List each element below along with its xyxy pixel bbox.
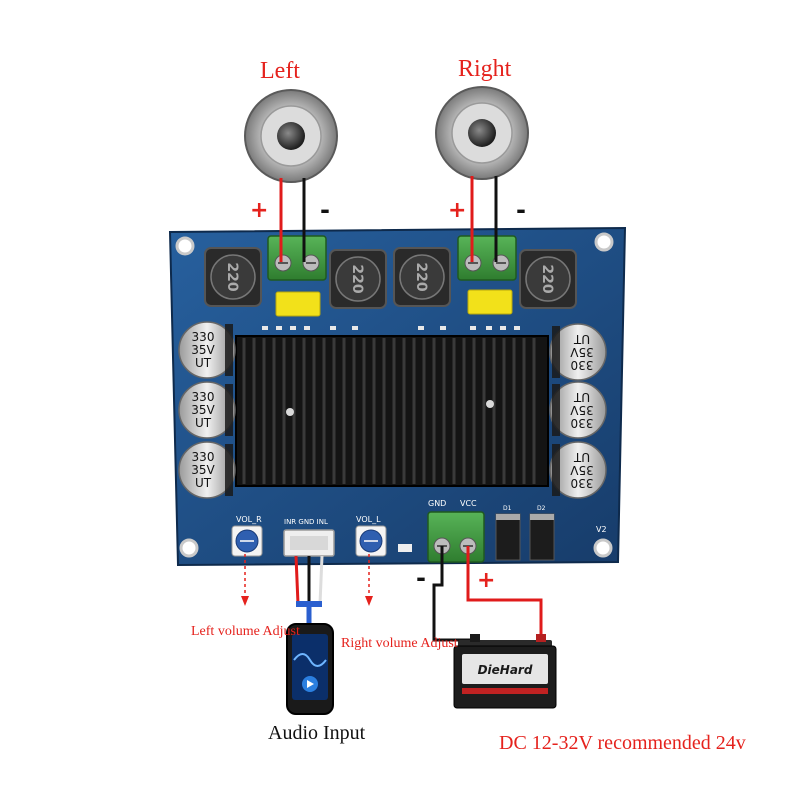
- audio-wire-red: [294, 555, 300, 605]
- diodes: [495, 513, 555, 561]
- potentiometer-left: [355, 525, 387, 557]
- phone-audio-source: [286, 623, 334, 715]
- wires: [279, 176, 543, 642]
- capacitor-label: UT: [195, 416, 212, 430]
- play-icon: [307, 680, 314, 688]
- board-silkscreen: VOL_R VOL_L INR GND INL GND VCC D1 D2 V2: [236, 499, 607, 534]
- silk-audio-pins: INR GND INL: [284, 518, 328, 526]
- audio-wire-white: [318, 555, 324, 605]
- left-volume-label: Left volume Adjust: [191, 624, 300, 639]
- capacitor-label: UT: [573, 332, 590, 346]
- capacitor-label: 35V: [191, 343, 215, 357]
- potentiometer-right: [231, 525, 263, 557]
- inductor: 220: [329, 249, 387, 309]
- capacitor-label: 330: [571, 476, 594, 490]
- capacitor-label: 330: [192, 450, 215, 464]
- inductor: 220: [519, 249, 577, 309]
- smd-components: [262, 326, 520, 330]
- power-plus-sign: +: [477, 568, 496, 593]
- silk-vol-l: VOL_L: [356, 515, 381, 524]
- capacitor-label: 330: [571, 358, 594, 372]
- silk-d1: D1: [503, 505, 512, 512]
- right-speaker-terminal: [457, 235, 517, 281]
- battery-brand: DieHard: [478, 663, 533, 677]
- electrolytic-capacitors: 33035VUT33035VUT33035VUT33035VUT33035VUT…: [178, 321, 607, 499]
- left-minus-sign: -: [320, 196, 330, 224]
- left-plus-sign: +: [250, 198, 269, 223]
- inductors: 220 220 220 220: [204, 247, 577, 309]
- dc-supply-label: DC 12-32V recommended 24v: [499, 732, 746, 754]
- volume-pointers: [241, 554, 373, 606]
- inductor: 220: [204, 247, 262, 307]
- capacitor-label: 330: [192, 330, 215, 344]
- inductor-label: 220: [539, 264, 555, 293]
- silk-version: V2: [596, 525, 607, 534]
- right-speaker: [435, 86, 529, 180]
- capacitor-label: 35V: [569, 463, 593, 477]
- inductor-label: 220: [349, 264, 365, 293]
- audio-input-label: Audio Input: [268, 722, 366, 744]
- capacitor-label: UT: [195, 476, 212, 490]
- power-minus-sign: -: [416, 564, 426, 592]
- capacitor-label: UT: [195, 356, 212, 370]
- silk-vol-r: VOL_R: [236, 515, 262, 524]
- left-speaker: [244, 89, 338, 183]
- audio-connector: [283, 529, 335, 557]
- mounting-holes: [175, 232, 614, 558]
- film-capacitors: [275, 289, 513, 317]
- power-negative-wire: [432, 546, 470, 642]
- inductor: 220: [393, 247, 451, 307]
- heatsink: [235, 335, 549, 487]
- silk-vcc: VCC: [460, 499, 477, 508]
- inductor-label: 220: [413, 262, 429, 291]
- right-speaker-label: Right: [458, 56, 512, 82]
- capacitor-label: 35V: [191, 463, 215, 477]
- inductor-label: 220: [224, 262, 240, 291]
- battery: DieHard: [453, 634, 557, 709]
- capacitor-label: 35V: [569, 403, 593, 417]
- led: [398, 544, 412, 552]
- capacitor-label: 330: [571, 416, 594, 430]
- left-speaker-terminal: [267, 235, 327, 281]
- left-speaker-label: Left: [260, 58, 300, 84]
- power-positive-wire: [466, 546, 543, 642]
- capacitor-label: UT: [573, 390, 590, 404]
- capacitor-label: UT: [573, 450, 590, 464]
- silk-gnd: GND: [428, 499, 446, 508]
- right-plus-sign: +: [448, 198, 467, 223]
- capacitor-label: 35V: [569, 345, 593, 359]
- capacitor-label: 330: [192, 390, 215, 404]
- silk-d2: D2: [537, 505, 546, 512]
- power-terminal: [427, 511, 485, 563]
- right-minus-sign: -: [516, 196, 526, 224]
- right-volume-label: Right volume Adjust: [341, 636, 458, 651]
- capacitor-label: 35V: [191, 403, 215, 417]
